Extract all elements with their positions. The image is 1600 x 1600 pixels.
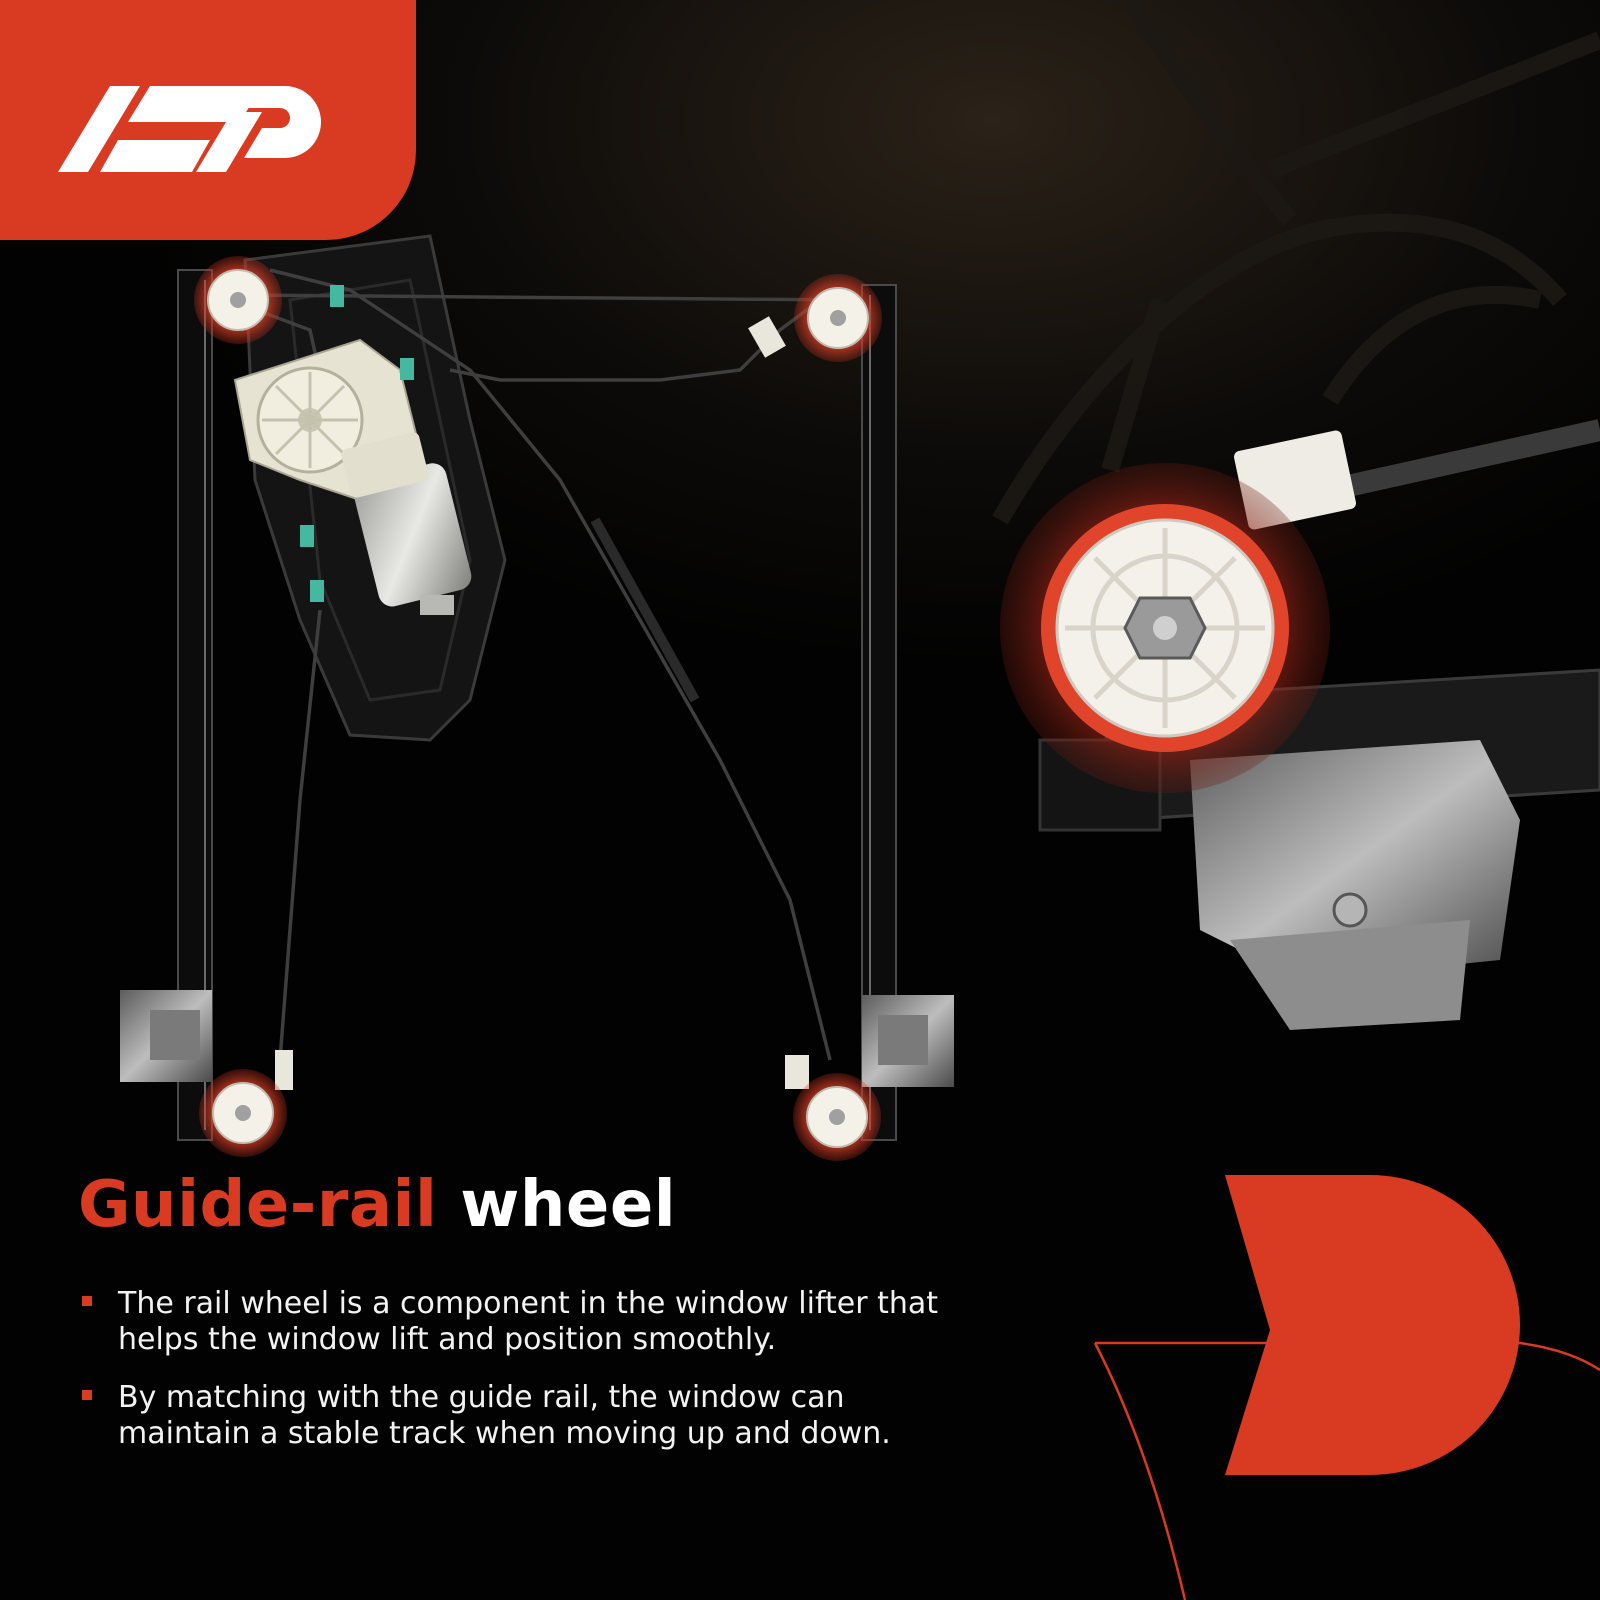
feature-item: The rail wheel is a component in the win… <box>78 1286 978 1358</box>
decorative-half-circle <box>1225 1175 1520 1475</box>
wheel-bottom-left <box>199 1069 287 1157</box>
brand-logo-icon <box>58 86 321 172</box>
left-clamp <box>120 990 212 1082</box>
window-regulator <box>120 234 954 1161</box>
feature-list: The rail wheel is a component in the win… <box>78 1286 978 1474</box>
feature-text: The rail wheel is a component in the win… <box>118 1286 938 1357</box>
motor-cylinder <box>341 432 472 615</box>
headline: Guide-rail wheel <box>78 1168 676 1242</box>
feature-text: By matching with the guide rail, the win… <box>118 1380 891 1451</box>
bullet-square-icon <box>82 1296 92 1306</box>
right-clamp <box>862 995 954 1087</box>
decorative-line <box>1093 1341 1600 1600</box>
feature-item: By matching with the guide rail, the win… <box>78 1380 978 1452</box>
closeup-clamp <box>1190 740 1520 1030</box>
wheel-bottom-right <box>793 1073 881 1161</box>
bullet-square-icon <box>82 1390 92 1400</box>
headline-rest: wheel <box>460 1168 677 1242</box>
car-interior-backdrop <box>992 0 1600 525</box>
headline-accent: Guide-rail <box>78 1168 438 1242</box>
wheel-top-right <box>794 274 882 362</box>
cable-connectors <box>300 285 414 602</box>
wheel-top-left <box>194 256 282 344</box>
wheel-closeup <box>1000 419 1600 1030</box>
